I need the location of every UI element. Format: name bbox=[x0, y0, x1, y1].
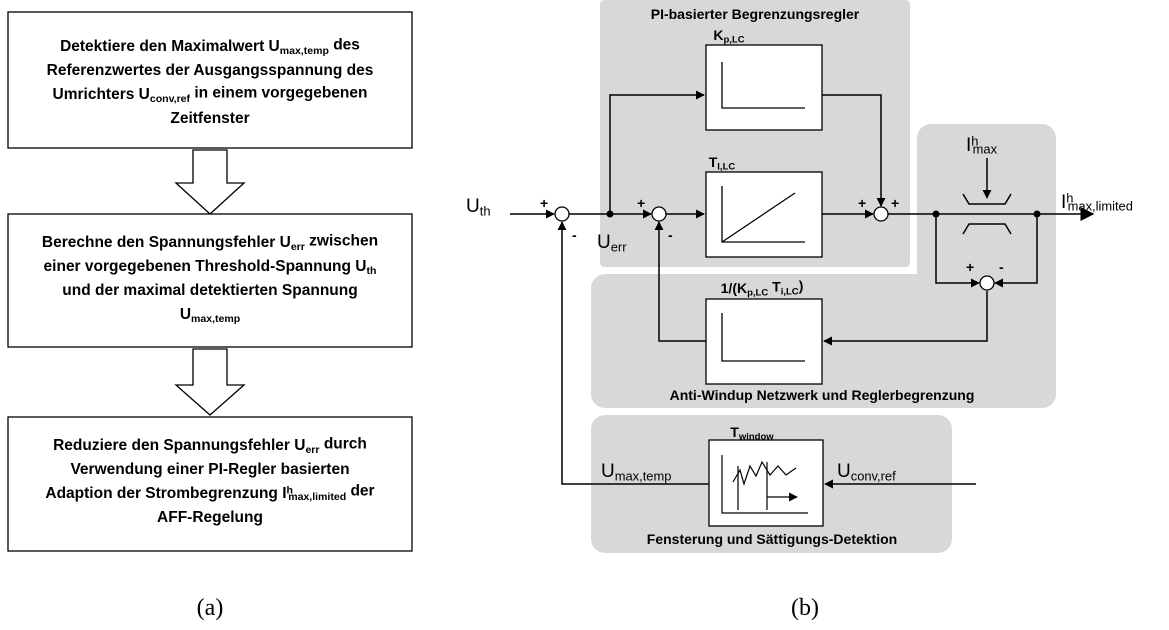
signal-wires bbox=[510, 90, 1095, 489]
flow-step-1-box bbox=[7, 11, 413, 149]
flow-arrow-2 bbox=[174, 348, 246, 416]
block-ti-label: TI,LC bbox=[709, 154, 736, 173]
label-uth: Uth bbox=[466, 196, 491, 219]
sign-sum3-plus-left: + bbox=[858, 195, 866, 211]
flowchart: Detektiere den Maximalwert Umax,temp des… bbox=[7, 11, 413, 621]
flow-step-3-box bbox=[7, 416, 413, 552]
sign-sum3-plus-top: + bbox=[891, 195, 899, 211]
kp-step-curve bbox=[721, 62, 805, 109]
caption-a: (a) bbox=[197, 595, 224, 621]
block-window-label: Twindow bbox=[730, 424, 774, 443]
label-umaxtemp: Umax,temp bbox=[601, 461, 671, 484]
region-label-window: Fensterung und Sättigungs-Detektion bbox=[647, 531, 897, 547]
sign-sum4-minus: - bbox=[999, 259, 1004, 275]
label-uerr: Uerr bbox=[597, 232, 627, 255]
block-kp bbox=[705, 44, 823, 131]
sum-junction-4 bbox=[979, 275, 995, 291]
flow-arrow-1 bbox=[174, 149, 246, 215]
caption-b: (b) bbox=[791, 595, 819, 621]
block-diagram: PI-basierter Begrenzungsregler Anti-Wind… bbox=[466, 0, 1133, 621]
block-antiwindup-label: 1/(Kp,LC Ti,LC) bbox=[721, 277, 804, 298]
ti-ramp-curve bbox=[721, 186, 805, 243]
limiter-symbol bbox=[955, 193, 1019, 235]
label-uconvref: Uconv,ref bbox=[837, 461, 896, 484]
region-pi-controller bbox=[600, 0, 910, 267]
flow-step-1-text: Detektiere den Maximalwert Umax,temp des… bbox=[47, 37, 374, 127]
sign-sum4-plus: + bbox=[966, 259, 974, 275]
sign-sum2-plus: + bbox=[637, 195, 645, 211]
sign-sum1-plus: + bbox=[540, 195, 548, 211]
sum-junction-3 bbox=[873, 206, 889, 222]
block-antiwindup bbox=[705, 298, 823, 385]
block-kp-label: Kp,LC bbox=[713, 27, 744, 46]
window-detection-icon bbox=[721, 455, 808, 514]
block-window bbox=[708, 439, 824, 527]
flow-step-2-text: Berechne den Spannungsfehler Uerr zwisch… bbox=[42, 233, 378, 325]
flow-step-2-box bbox=[7, 213, 413, 348]
region-label-pi: PI-basierter Begrenzungsregler bbox=[651, 6, 860, 22]
sign-sum2-minus: - bbox=[668, 227, 673, 243]
region-label-antiwindup: Anti-Windup Netzwerk und Reglerbegrenzun… bbox=[670, 387, 975, 403]
flow-step-3-text: Reduziere den Spannungsfehler Uerr durch… bbox=[45, 436, 374, 526]
aw-step-curve bbox=[721, 313, 805, 362]
sum-junction-2 bbox=[651, 206, 667, 222]
sum-junction-1 bbox=[554, 206, 570, 222]
sign-sum1-minus: - bbox=[572, 227, 577, 243]
